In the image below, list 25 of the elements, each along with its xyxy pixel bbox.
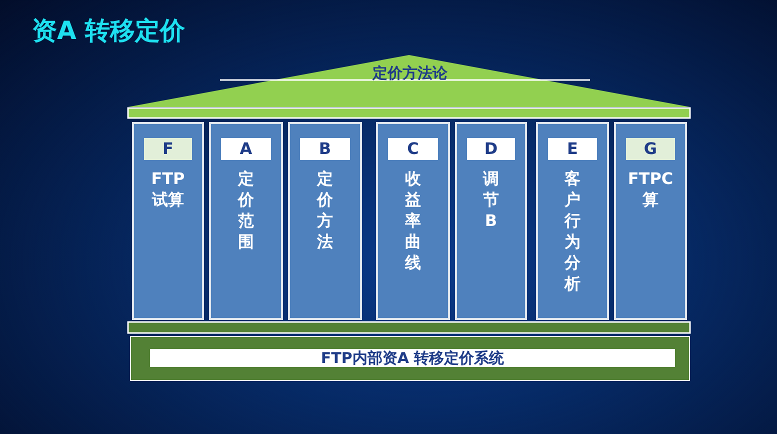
pillar-label: B: [300, 138, 350, 160]
pillar: [376, 122, 450, 320]
pillar-text: 定价方法: [317, 168, 333, 252]
pillar: [536, 122, 609, 320]
title: 资A 转移定价: [32, 15, 186, 47]
pillar: [455, 122, 527, 320]
pillar-label: G: [626, 138, 675, 160]
pillar: [288, 122, 362, 320]
pillar: [209, 122, 283, 320]
pillar: [614, 122, 687, 320]
pillar-label: A: [221, 138, 271, 160]
system-label: FTP内部资A 转移定价系统: [150, 349, 675, 367]
foundation-band: [130, 336, 690, 381]
pillar: [132, 122, 204, 320]
pillar-label: C: [388, 138, 438, 160]
pillar-text: 定价范围: [238, 168, 254, 252]
pillar-label: F: [144, 138, 192, 160]
pillar-label: E: [548, 138, 597, 160]
pillar-text: 收益率曲线: [405, 168, 421, 273]
pillar-text: FTP试算: [151, 168, 185, 210]
roof-text: 定价方法论: [330, 64, 490, 83]
pillar-text: 客户行为分析: [564, 168, 580, 294]
pillar-text: 调节B: [483, 168, 499, 231]
pillar-label: D: [467, 138, 515, 160]
pillar-text: FTPC算: [628, 168, 674, 210]
